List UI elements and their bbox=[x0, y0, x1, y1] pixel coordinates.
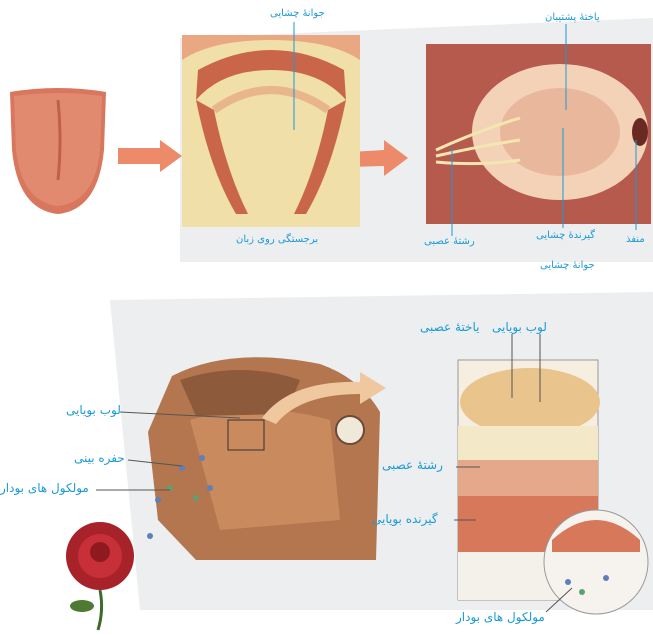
tongue-image bbox=[10, 88, 106, 214]
label-supporting-cell: یاختهٔ پشتیبان bbox=[545, 12, 600, 23]
label-taste-bud-bottom: جوانهٔ چشایی bbox=[540, 260, 595, 271]
label-olfactory-lobe-right: لوب بویایی bbox=[492, 320, 547, 334]
label-olfactory-lobe-left: لوب بویایی bbox=[66, 403, 121, 417]
taste-bud-image bbox=[426, 44, 651, 224]
label-nerve-fiber-bottom: رشتهٔ عصبی bbox=[382, 458, 443, 472]
papilla-image bbox=[182, 35, 360, 227]
label-olfactory-receptor: گیرنده بویایی bbox=[372, 512, 438, 526]
arrow-right-1 bbox=[118, 140, 182, 172]
label-odor-molecules-right: مولکول های بودار bbox=[456, 610, 545, 624]
label-papilla: برجستگی روی زبان bbox=[236, 234, 318, 245]
label-nerve-fiber-top: رشتهٔ عصبی bbox=[424, 236, 475, 247]
rose-image bbox=[66, 522, 134, 630]
label-taste-receptor: گیرندهٔ چشایی bbox=[536, 230, 595, 241]
label-nasal-cavity: حفره بینی bbox=[74, 451, 125, 465]
label-taste-bud-top: جوانهٔ چشایی bbox=[270, 8, 325, 19]
label-pore: منفذ bbox=[626, 234, 645, 245]
label-odor-molecules-left: مولکول های بودار bbox=[0, 481, 89, 495]
label-neuron: یاختهٔ عصبی bbox=[420, 320, 479, 334]
